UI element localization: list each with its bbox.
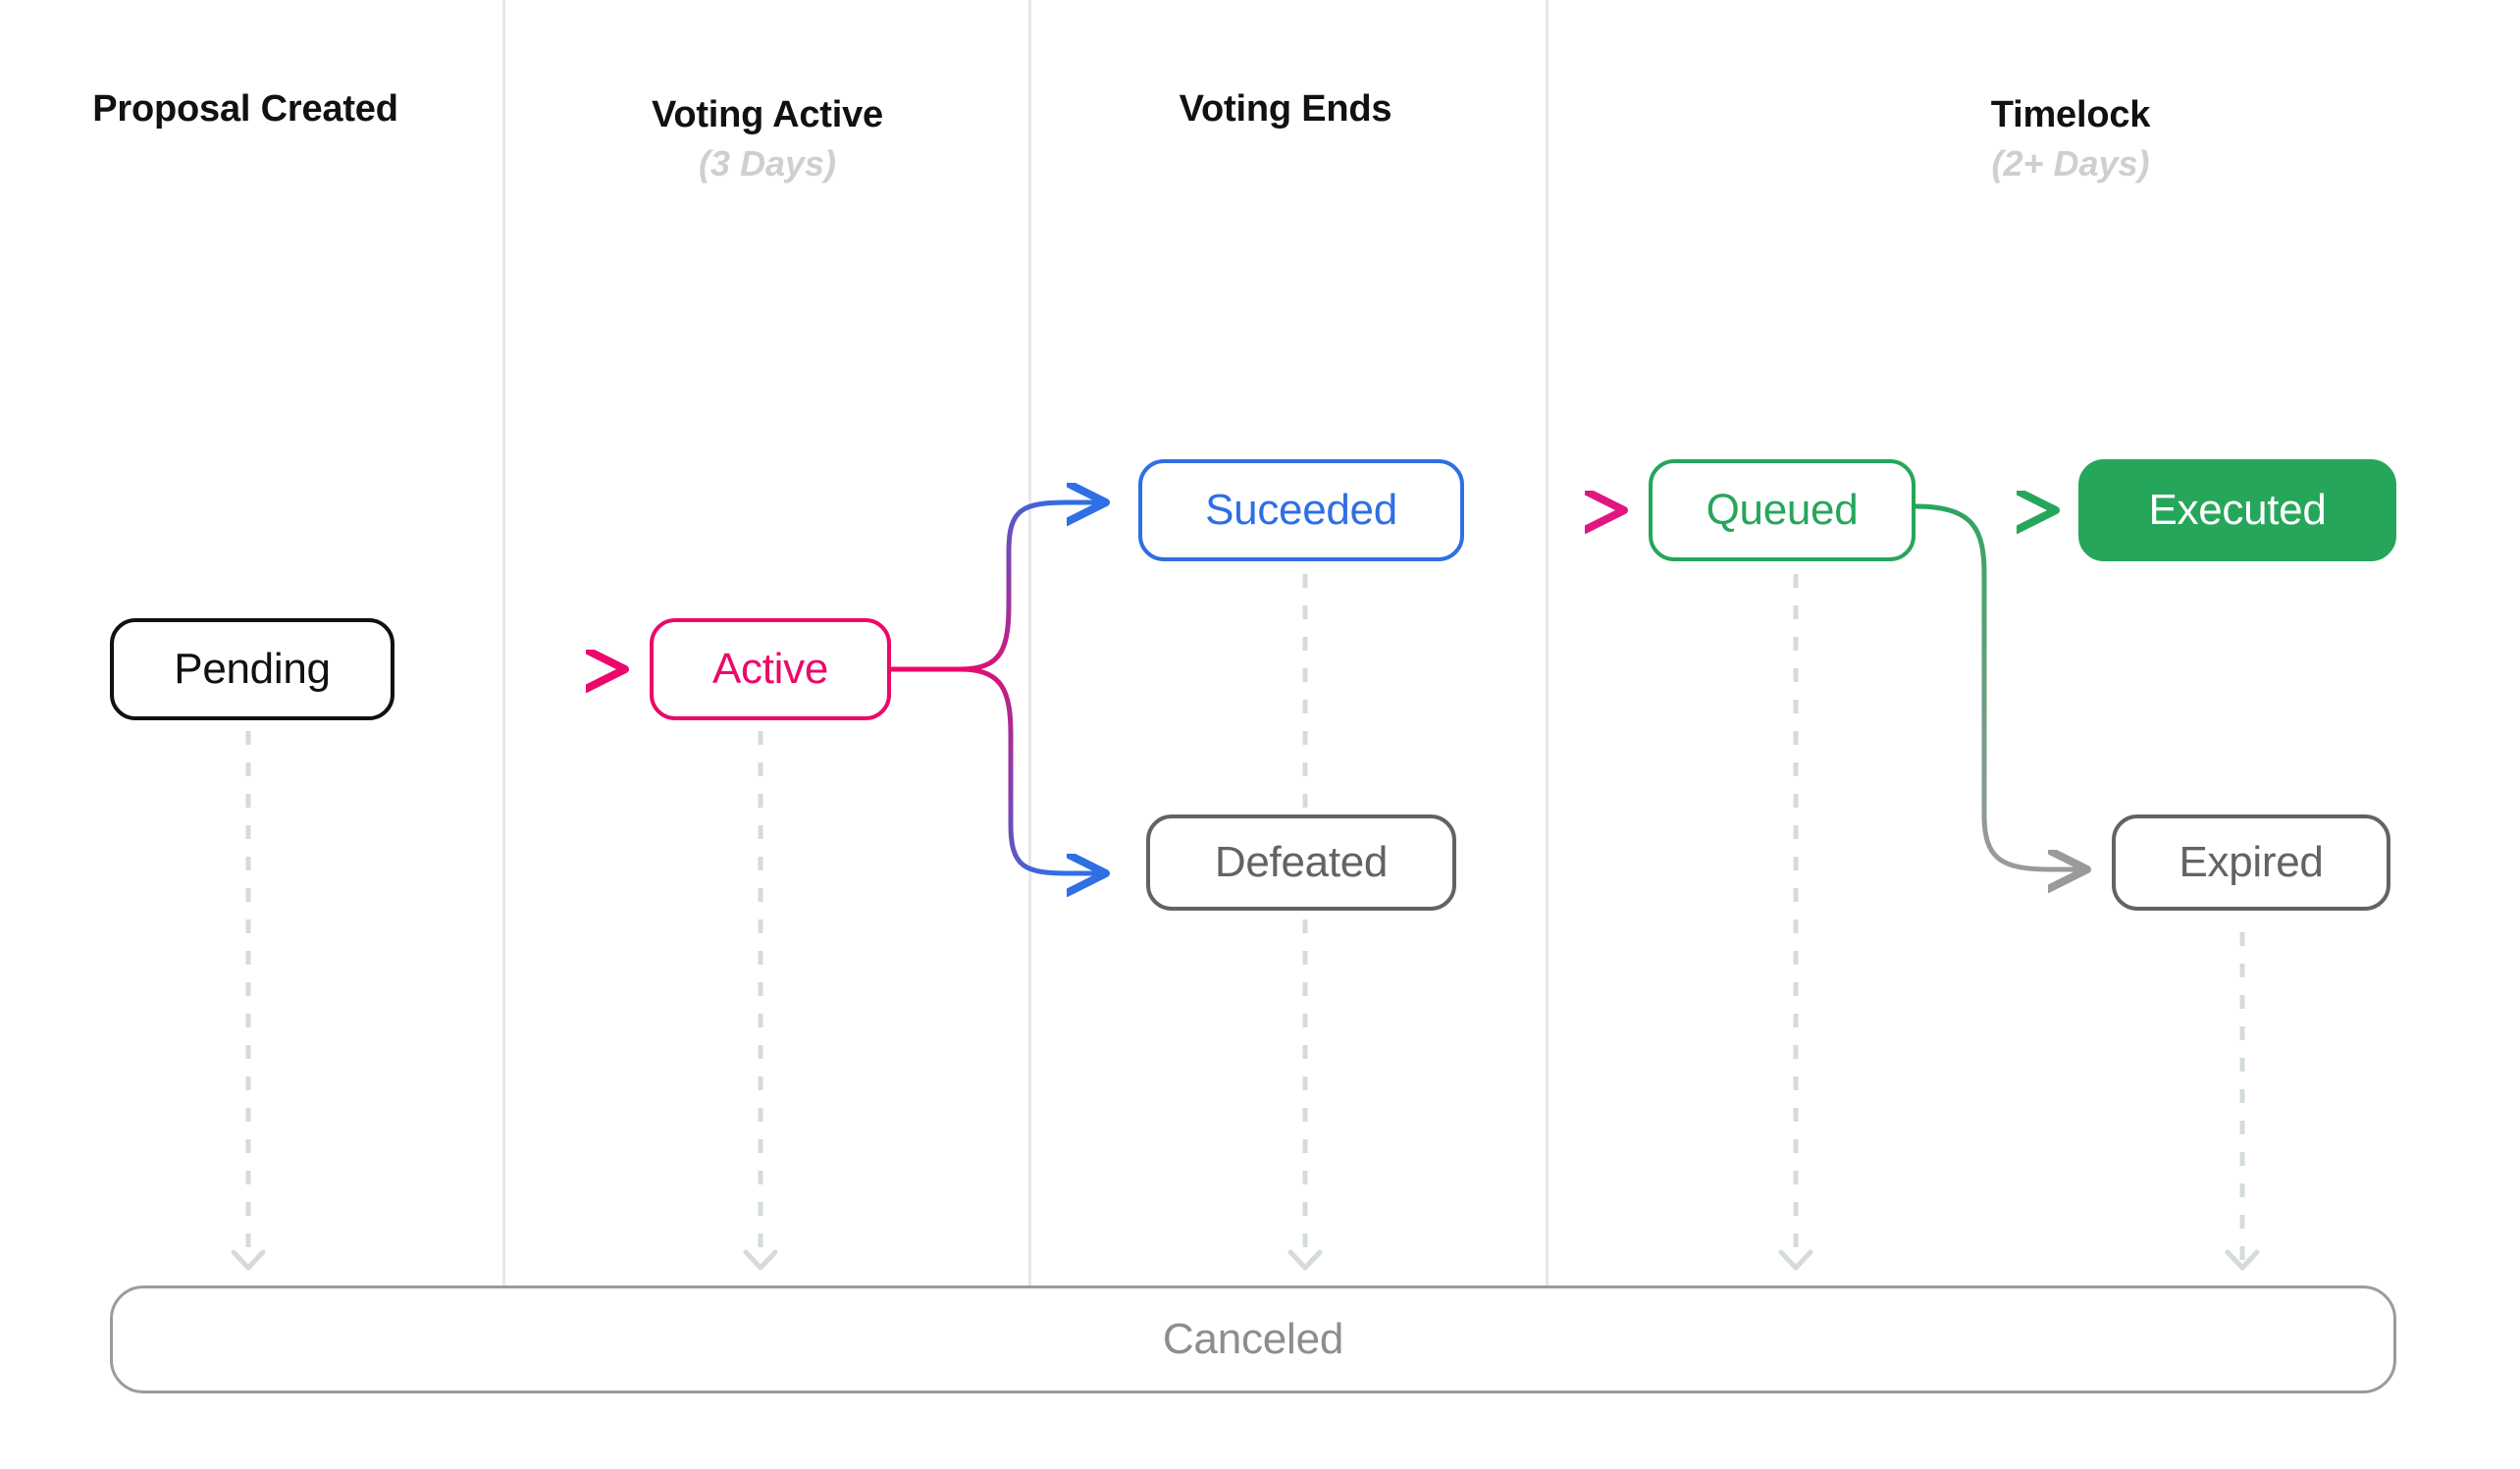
cancel-arrowhead-active xyxy=(743,1249,778,1271)
phase-title: Voting Ends xyxy=(1179,88,1392,130)
phase-duration: (3 Days) xyxy=(698,142,837,184)
node-label: Canceled xyxy=(1162,1315,1344,1363)
node-active[interactable]: Active xyxy=(650,618,891,720)
column-divider-1 xyxy=(502,0,505,1295)
node-canceled[interactable]: Canceled xyxy=(110,1285,2396,1393)
node-label: Suceeded xyxy=(1205,486,1397,534)
node-label: Defeated xyxy=(1214,838,1389,886)
node-label: Executed xyxy=(2148,486,2327,534)
node-pending[interactable]: Pending xyxy=(110,618,394,720)
node-executed[interactable]: Executed xyxy=(2078,459,2396,561)
cancel-arrowhead-pending xyxy=(231,1249,266,1271)
cancel-arrowhead-queued xyxy=(1778,1249,1813,1271)
cancel-arrowhead-suceeded xyxy=(1287,1249,1323,1271)
phase-header-voting-active: Voting Active (3 Days) xyxy=(551,94,983,190)
node-label: Expired xyxy=(2179,838,2324,886)
phase-title: Voting Active xyxy=(652,94,883,135)
phase-title: Timelock xyxy=(1990,94,2151,135)
phase-header-voting-ends: Voting Ends xyxy=(1070,88,1501,131)
cancel-arrowhead-expired xyxy=(2225,1249,2260,1271)
phase-title: Proposal Created xyxy=(92,88,398,130)
phase-header-timelock: Timelock (2+ Days) xyxy=(1855,94,2286,190)
edge-queued-to-expired xyxy=(1915,503,2082,869)
node-label: Queued xyxy=(1706,486,1859,534)
node-queued[interactable]: Queued xyxy=(1649,459,1916,561)
node-defeated[interactable]: Defeated xyxy=(1146,814,1456,911)
node-label: Active xyxy=(711,645,829,693)
node-label: Pending xyxy=(174,645,331,693)
node-suceeded[interactable]: Suceeded xyxy=(1138,459,1464,561)
column-divider-3 xyxy=(1546,0,1549,1295)
node-expired[interactable]: Expired xyxy=(2112,814,2390,911)
column-divider-2 xyxy=(1028,0,1031,1295)
phase-duration: (2+ Days) xyxy=(1991,142,2150,184)
phase-header-proposal-created: Proposal Created xyxy=(39,88,451,131)
